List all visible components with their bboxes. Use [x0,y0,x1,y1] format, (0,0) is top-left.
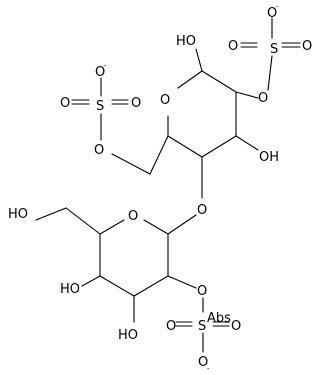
negative-charge-left: - [104,62,107,70]
sulfate-ester-oxygen-left: O [94,143,104,158]
bond [35,207,67,221]
bond [65,207,101,235]
hydroxyl-c3-lower: HO [118,328,138,343]
sulfate-ester-oxygen-right: O [258,91,268,106]
bond [235,135,259,151]
sulfonate-oxygen-right: O [267,6,277,21]
sulfonyl-oxygen-right-a: O [228,39,238,54]
bond [235,91,259,99]
bond [167,275,197,289]
sulfonate-oxygen-bottom: O [198,355,208,370]
hydroxyl-anomeric: HO [176,34,196,49]
bond [149,135,169,175]
sulfonyl-oxygen-right-b: O [302,39,312,54]
hydroxymethyl-oh: HO [8,207,28,222]
ring-oxygen-lower: O [128,209,138,224]
bond [167,135,203,158]
sulfur-right: S [270,42,278,57]
sulfonyl-oxygen-bottom-b: O [231,319,241,334]
sulfonyl-oxygen-left-a: O [60,96,70,111]
bond [201,135,237,158]
lower-sugar-ring [99,219,169,297]
sulfonate-oxygen-left: O [95,65,105,80]
negative-charge-bottom: - [207,365,210,373]
bond [99,219,125,235]
negative-charge-right: - [276,3,279,11]
upper-sugar-ring [167,70,237,158]
bond [133,275,169,297]
sulfur-bottom: S [198,319,206,334]
glycosidic-oxygen: O [197,203,207,218]
bond [201,70,237,93]
bond [267,55,273,91]
bond [167,214,197,235]
hydroxyl-c3: OH [259,150,279,165]
bond [143,219,169,235]
sulfonyl-oxygen-bottom-a: O [166,319,176,334]
bond [81,275,101,287]
ring-oxygen-upper: O [160,93,170,108]
sulfate-ester-oxygen-bottom: O [197,284,207,299]
bond [99,275,135,297]
sulfonyl-oxygen-left-b: O [131,96,141,111]
abs-label: Abs [207,311,231,326]
bond [177,70,203,89]
bond [111,153,151,175]
hydroxyl-c4-lower: HO [60,282,80,297]
sulfur-left: S [96,99,104,114]
bond [195,48,203,72]
